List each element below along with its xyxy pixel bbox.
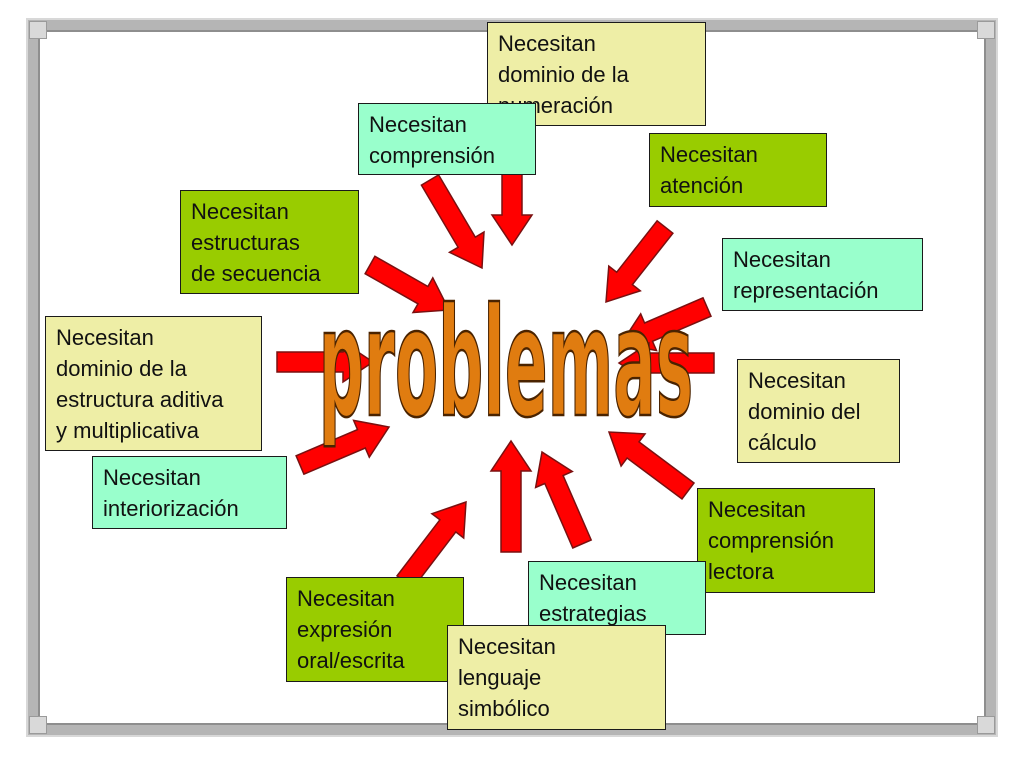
box-comprension: Necesitan comprensión [358,103,536,175]
arrow-from-expresion [395,500,467,590]
box-estrategias: Necesitan estrategias [528,561,706,635]
arrow-from-aditiva [276,340,375,384]
box-estructura-aditiva: Necesitan dominio de la estructura aditi… [45,316,262,451]
arrow-from-secuencia [364,255,451,314]
box-calculo: Necesitan dominio del cálculo [737,359,900,463]
box-expresion: Necesitan expresión oral/escrita [286,577,464,682]
arrow-from-comprension-lectora [607,431,696,501]
arrow-from-calculo [617,341,715,385]
box-representacion: Necesitan representación [722,238,923,311]
arrow-from-estrategias [534,450,593,549]
arrow-from-representacion [619,296,712,352]
board-corner [977,716,995,734]
box-lenguaje-simbolico: Necesitan lenguaje simbólico [447,625,666,730]
arrow-from-comprension [420,173,485,270]
box-numeracion: Necesitan dominio de la numeración [487,22,706,126]
arrow-from-lenguaje-simbolico [489,439,533,553]
center-word-problemas: problemas [319,277,693,452]
arrow-from-atencion [605,219,674,304]
box-atencion: Necesitan atención [649,133,827,207]
board-corner [977,21,995,39]
board-corner [29,21,47,39]
arrow-from-interiorizacion [295,419,391,476]
box-comprension-lectora: Necesitan comprensión lectora [697,488,875,593]
box-interiorizacion: Necesitan interiorización [92,456,287,529]
board-corner [29,716,47,734]
box-estructuras-secuencia: Necesitan estructuras de secuencia [180,190,359,294]
